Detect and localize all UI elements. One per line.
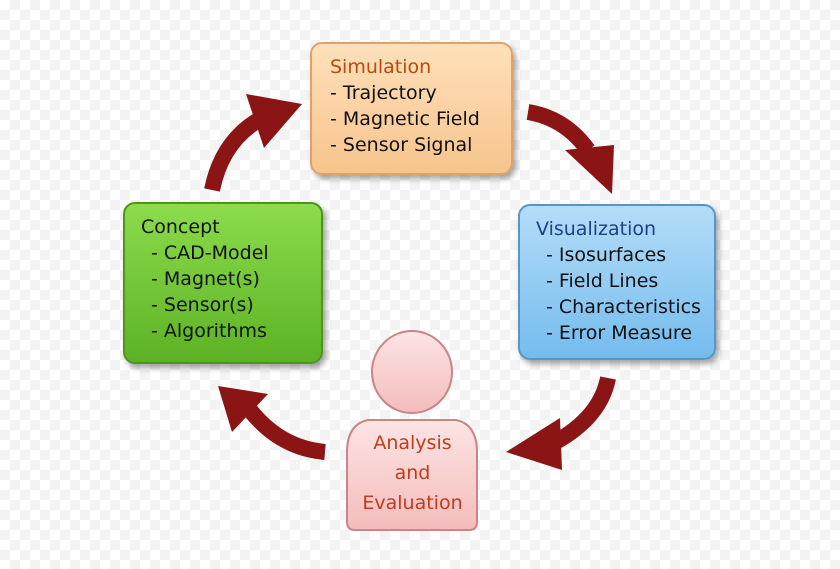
list-item: Trajectory <box>330 80 495 106</box>
list-item: Error Measure <box>536 320 698 346</box>
analysis-line: and <box>394 462 431 484</box>
simulation-box: Simulation Trajectory Magnetic Field Sen… <box>310 42 513 175</box>
simulation-title: Simulation <box>330 56 432 78</box>
arrow-concept-to-simulation <box>204 94 302 192</box>
list-item: Sensor Signal <box>330 132 495 158</box>
visualization-list: Isosurfaces Field Lines Characteristics … <box>536 242 701 346</box>
concept-box: Concept CAD-Model Magnet(s) Sensor(s) Al… <box>123 202 323 364</box>
analysis-line: Evaluation <box>362 492 463 514</box>
list-item: CAD-Model <box>141 240 305 266</box>
analysis-label: Analysis and Evaluation <box>350 428 475 518</box>
analysis-line: Analysis <box>373 432 452 454</box>
concept-list: CAD-Model Magnet(s) Sensor(s) Algorithms <box>141 240 305 344</box>
list-item: Algorithms <box>141 318 305 344</box>
list-item: Sensor(s) <box>141 292 305 318</box>
arrow-simulation-to-visualization <box>526 104 614 194</box>
list-item: Magnet(s) <box>141 266 305 292</box>
person-head <box>371 330 453 414</box>
person-body <box>346 419 478 531</box>
concept-title: Concept <box>141 216 220 238</box>
arrow-analysis-to-concept <box>218 386 326 460</box>
visualization-title: Visualization <box>536 218 657 240</box>
arrow-visualization-to-analysis <box>506 376 616 470</box>
visualization-box: Visualization Isosurfaces Field Lines Ch… <box>518 204 716 360</box>
list-item: Field Lines <box>536 268 698 294</box>
list-item: Characteristics <box>536 294 701 320</box>
simulation-list: Trajectory Magnetic Field Sensor Signal <box>330 80 495 158</box>
list-item: Isosurfaces <box>536 242 698 268</box>
list-item: Magnetic Field <box>330 106 495 132</box>
